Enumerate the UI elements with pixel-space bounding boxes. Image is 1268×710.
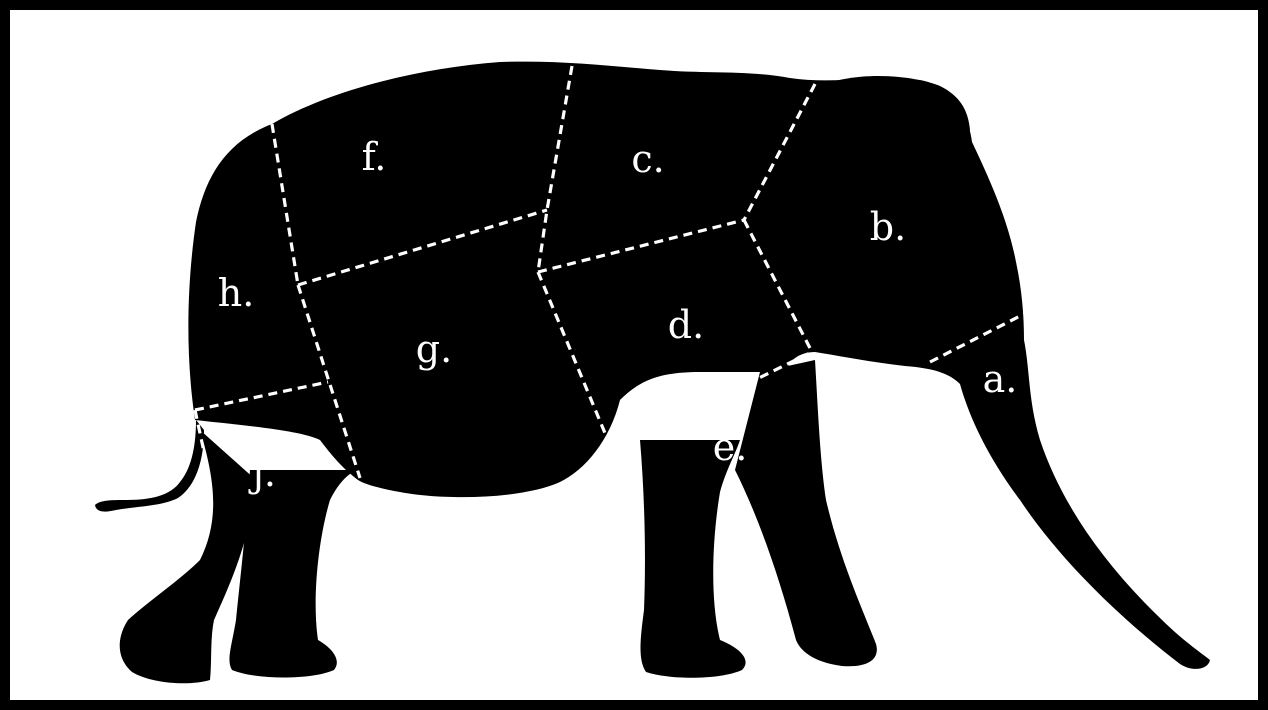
label-d: d.	[668, 303, 704, 347]
label-b: b.	[870, 205, 906, 249]
label-g: g.	[416, 327, 452, 371]
label-h: h.	[218, 271, 255, 315]
label-e: e.	[713, 425, 748, 469]
label-c: c.	[631, 137, 664, 181]
label-a: a.	[983, 357, 1018, 401]
label-j: j.	[248, 451, 276, 495]
label-f: f.	[362, 135, 387, 179]
